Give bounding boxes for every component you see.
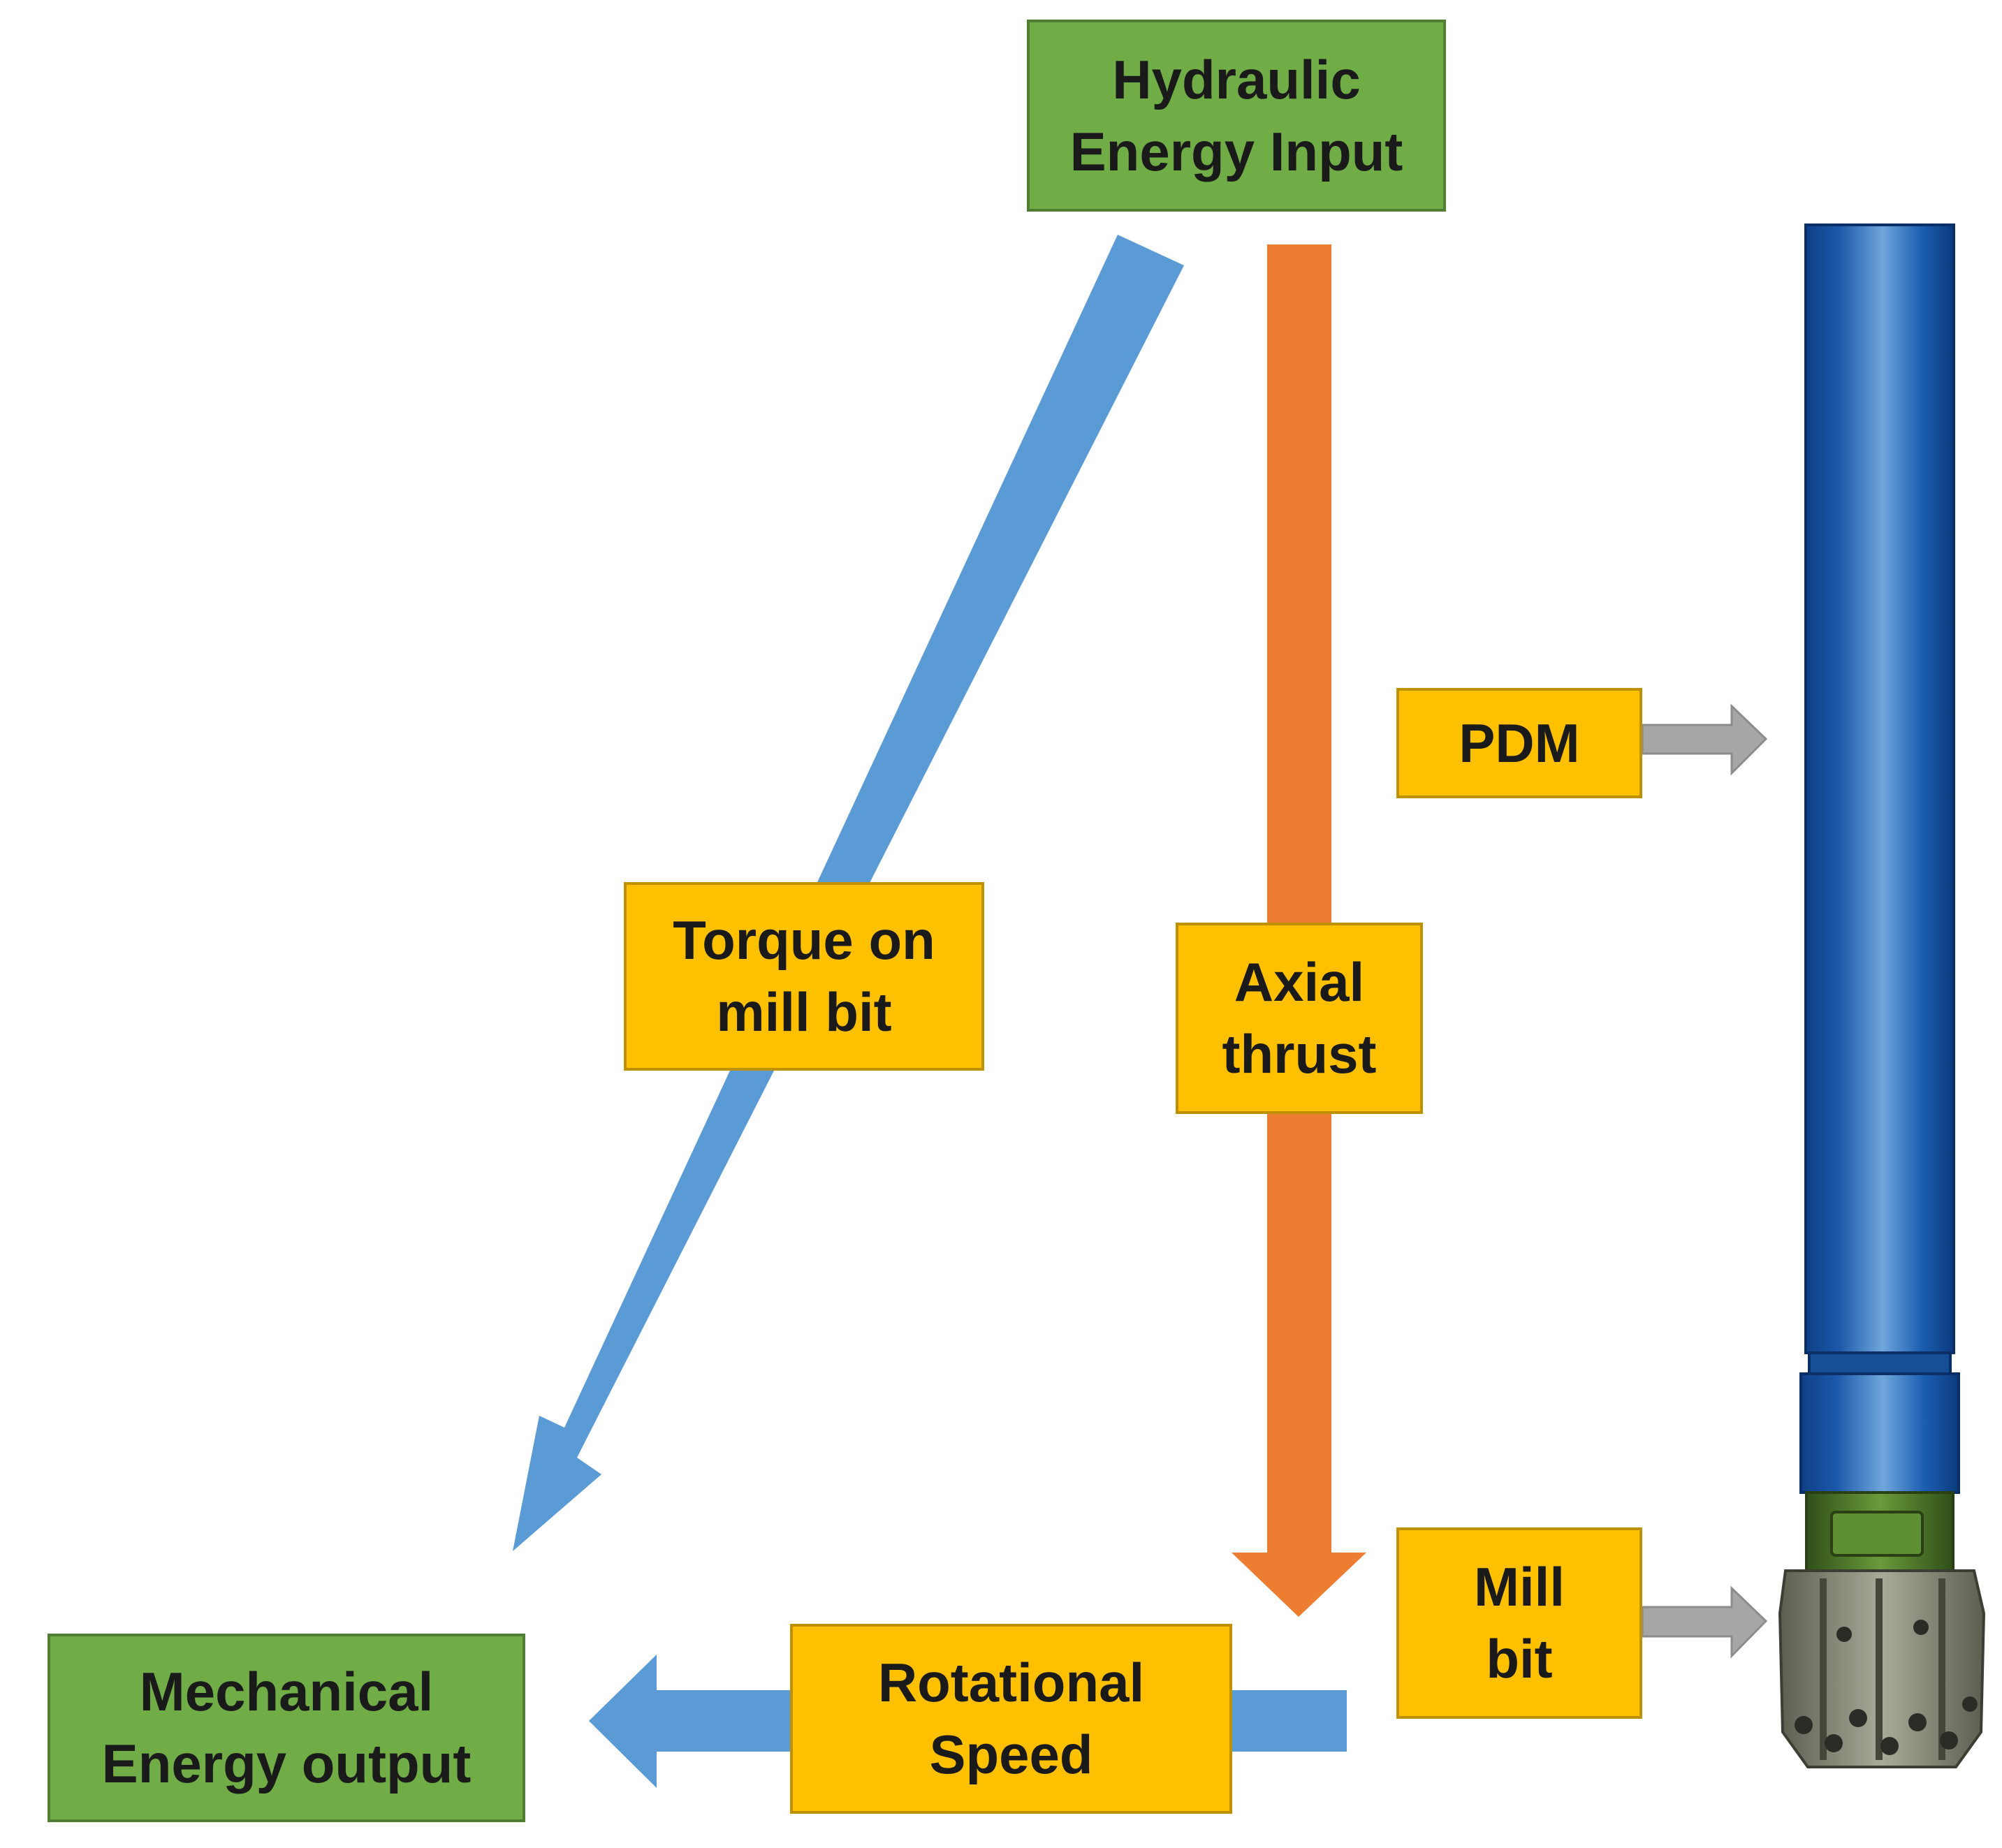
mill-bit-illustration (1778, 1569, 1986, 1768)
torque-on-mill-bit-box: Torque on mill bit (624, 882, 984, 1071)
mill-bit-label-box: Mill bit (1396, 1527, 1642, 1719)
hydraulic-energy-input-box: Hydraulic Energy Input (1027, 20, 1446, 212)
mill-bit-pointer-arrow (1641, 1585, 1768, 1659)
pdm-label-box: PDM (1396, 688, 1642, 798)
mechanical-energy-output-box: Mechanical Energy output (48, 1634, 525, 1822)
pdm-tool-illustration (1799, 223, 1960, 1572)
axial-thrust-box: Axial thrust (1176, 923, 1423, 1114)
pdm-pointer-arrow (1641, 703, 1768, 776)
rotational-speed-box: Rotational Speed (790, 1624, 1232, 1814)
